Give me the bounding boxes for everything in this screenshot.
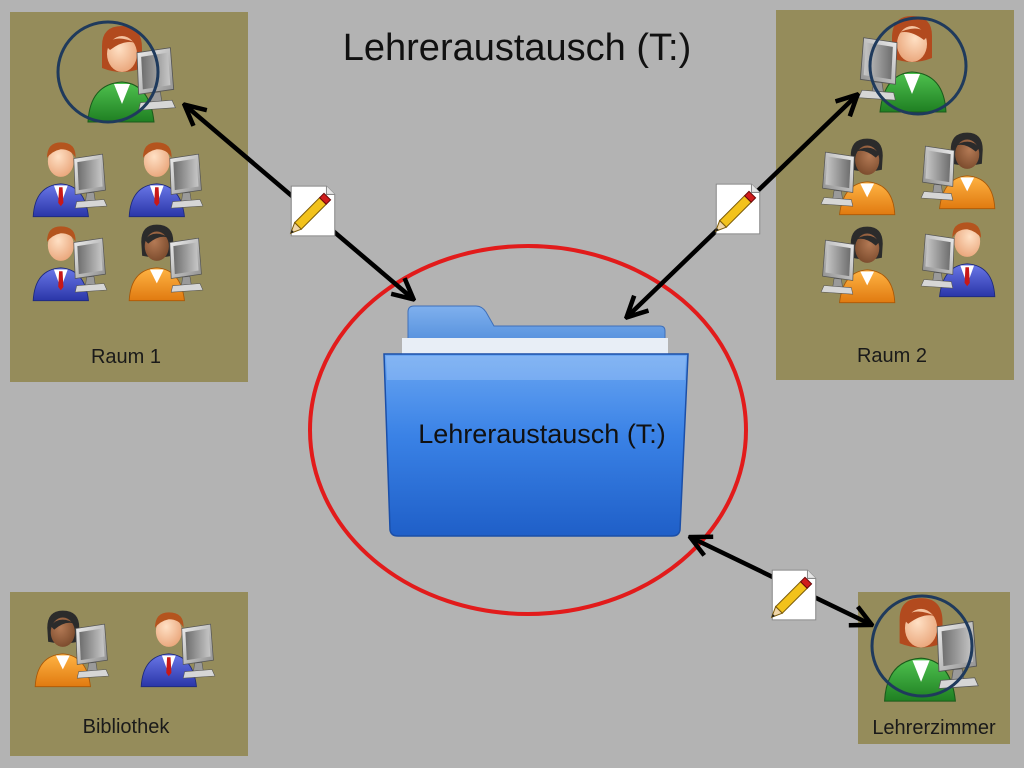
folder-paper [402,338,668,354]
room-bibliothek: Bibliothek [10,592,248,756]
room-label: Raum 2 [857,345,927,367]
room-label: Lehrerzimmer [872,717,996,739]
pencil-icon [767,569,817,622]
pencil-icon [711,183,761,236]
room-raum-1: Raum 1 [10,12,248,382]
pencil-icon [286,185,336,238]
teacher-ring [56,20,160,124]
folder-icon[interactable]: Lehreraustausch (T:) [383,305,689,537]
teacher-ring [868,16,968,116]
room-raum-2: Raum 2 [776,10,1014,380]
folder-front [383,353,689,537]
shared-drive-ellipse [308,244,748,616]
folder-highlight [386,356,686,380]
teacher-ring [870,594,974,698]
page-title: Lehreraustausch (T:) [343,27,692,69]
room-label: Bibliothek [83,716,171,738]
room-label: Raum 1 [91,346,161,368]
folder-label: Lehreraustausch (T:) [418,419,666,449]
room-lehrerzimmer: Lehrerzimmer [858,592,1010,744]
